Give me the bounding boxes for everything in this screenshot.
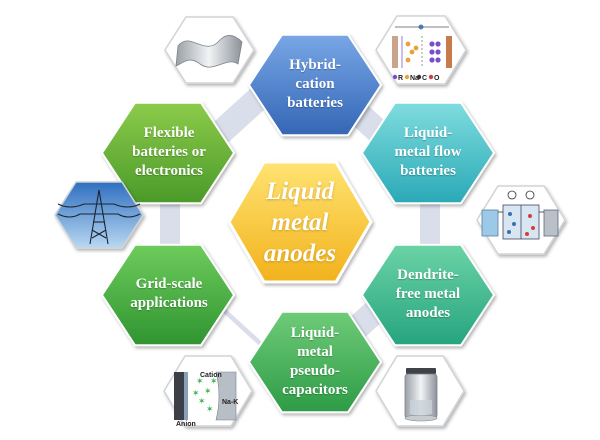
node-label-line: Flexible <box>143 124 195 141</box>
icon-tile-pseudo-capacitor: ✶✶✶✶✶✶ Cation Anion Na-K <box>163 355 253 428</box>
node-hexagon-flow <box>360 101 496 205</box>
node-label-line: Liquid- <box>403 124 453 141</box>
node-label-line: anodes <box>405 304 451 321</box>
center-label-line: anodes <box>263 239 337 267</box>
ion-particle: ✶ <box>210 376 218 386</box>
node-label-line: Dendrite- <box>397 266 459 283</box>
node-label-line: free metal <box>395 285 461 302</box>
node-label-line: Grid-scale <box>135 276 203 292</box>
center-label-line: metal <box>271 208 329 236</box>
legend-dot <box>404 74 410 80</box>
ion-particle: ✶ <box>198 396 206 406</box>
node-label-flexible: Flexible batteries or electronics <box>116 116 222 188</box>
ion-particle: ✶ <box>204 386 212 396</box>
node-label-hybrid: Hybrid-cation batteries <box>270 48 360 120</box>
node-label-line: pseudo- <box>289 363 340 379</box>
ion-particle: ✶ <box>196 376 204 386</box>
icon-tile-flow-cell <box>476 185 566 255</box>
legend-text: O <box>434 75 440 82</box>
legend-text: Na <box>410 75 419 82</box>
cation-label: Cation <box>200 372 222 379</box>
nak-label: Na-K <box>222 399 238 406</box>
node-hexagon-flexible <box>100 101 236 205</box>
node-label-line: batteries <box>287 94 343 111</box>
node-label-line: metal <box>297 344 333 360</box>
node-label-line: batteries <box>400 162 456 179</box>
node-hexagon-pseudo <box>247 310 383 414</box>
center-label: Liquid metal anodes <box>240 168 360 276</box>
node-label-grid: Grid-scale applications <box>116 258 222 330</box>
ion-particle: ✶ <box>192 388 200 398</box>
node-label-line: cation <box>295 75 335 92</box>
node-label-dendrite: Dendrite-free metal anodes <box>378 258 478 330</box>
legend-dot <box>428 74 434 80</box>
legend-text: C <box>422 75 427 82</box>
node-hexagon-grid <box>100 243 236 347</box>
icon-tile-battery-can <box>375 355 465 427</box>
node-label-line: Hybrid- <box>289 56 341 73</box>
node-label-line: applications <box>130 295 208 311</box>
node-hexagon-hybrid <box>247 33 383 137</box>
node-label-flow: Liquid-metal flow batteries <box>378 116 478 188</box>
legend-text: R <box>398 75 403 82</box>
node-label-line: capacitors <box>282 382 348 398</box>
node-hexagon-dendrite <box>360 243 496 347</box>
anion-label: Anion <box>176 421 196 428</box>
center-label-line: Liquid <box>265 177 335 205</box>
node-label-pseudo: Liquid-metal pseudo-capacitors <box>270 320 360 404</box>
legend-dot <box>416 74 422 80</box>
node-label-line: Liquid- <box>290 325 340 341</box>
icon-tile-wavy-sheet <box>164 16 255 84</box>
node-label-line: electronics <box>134 162 204 179</box>
center-hexagon <box>227 160 373 284</box>
legend-dot <box>392 74 398 80</box>
icon-tile-power-tower <box>54 181 144 249</box>
node-label-line: batteries or <box>132 143 206 160</box>
ion-particle: ✶ <box>206 404 214 414</box>
node-label-line: metal flow <box>394 143 462 160</box>
